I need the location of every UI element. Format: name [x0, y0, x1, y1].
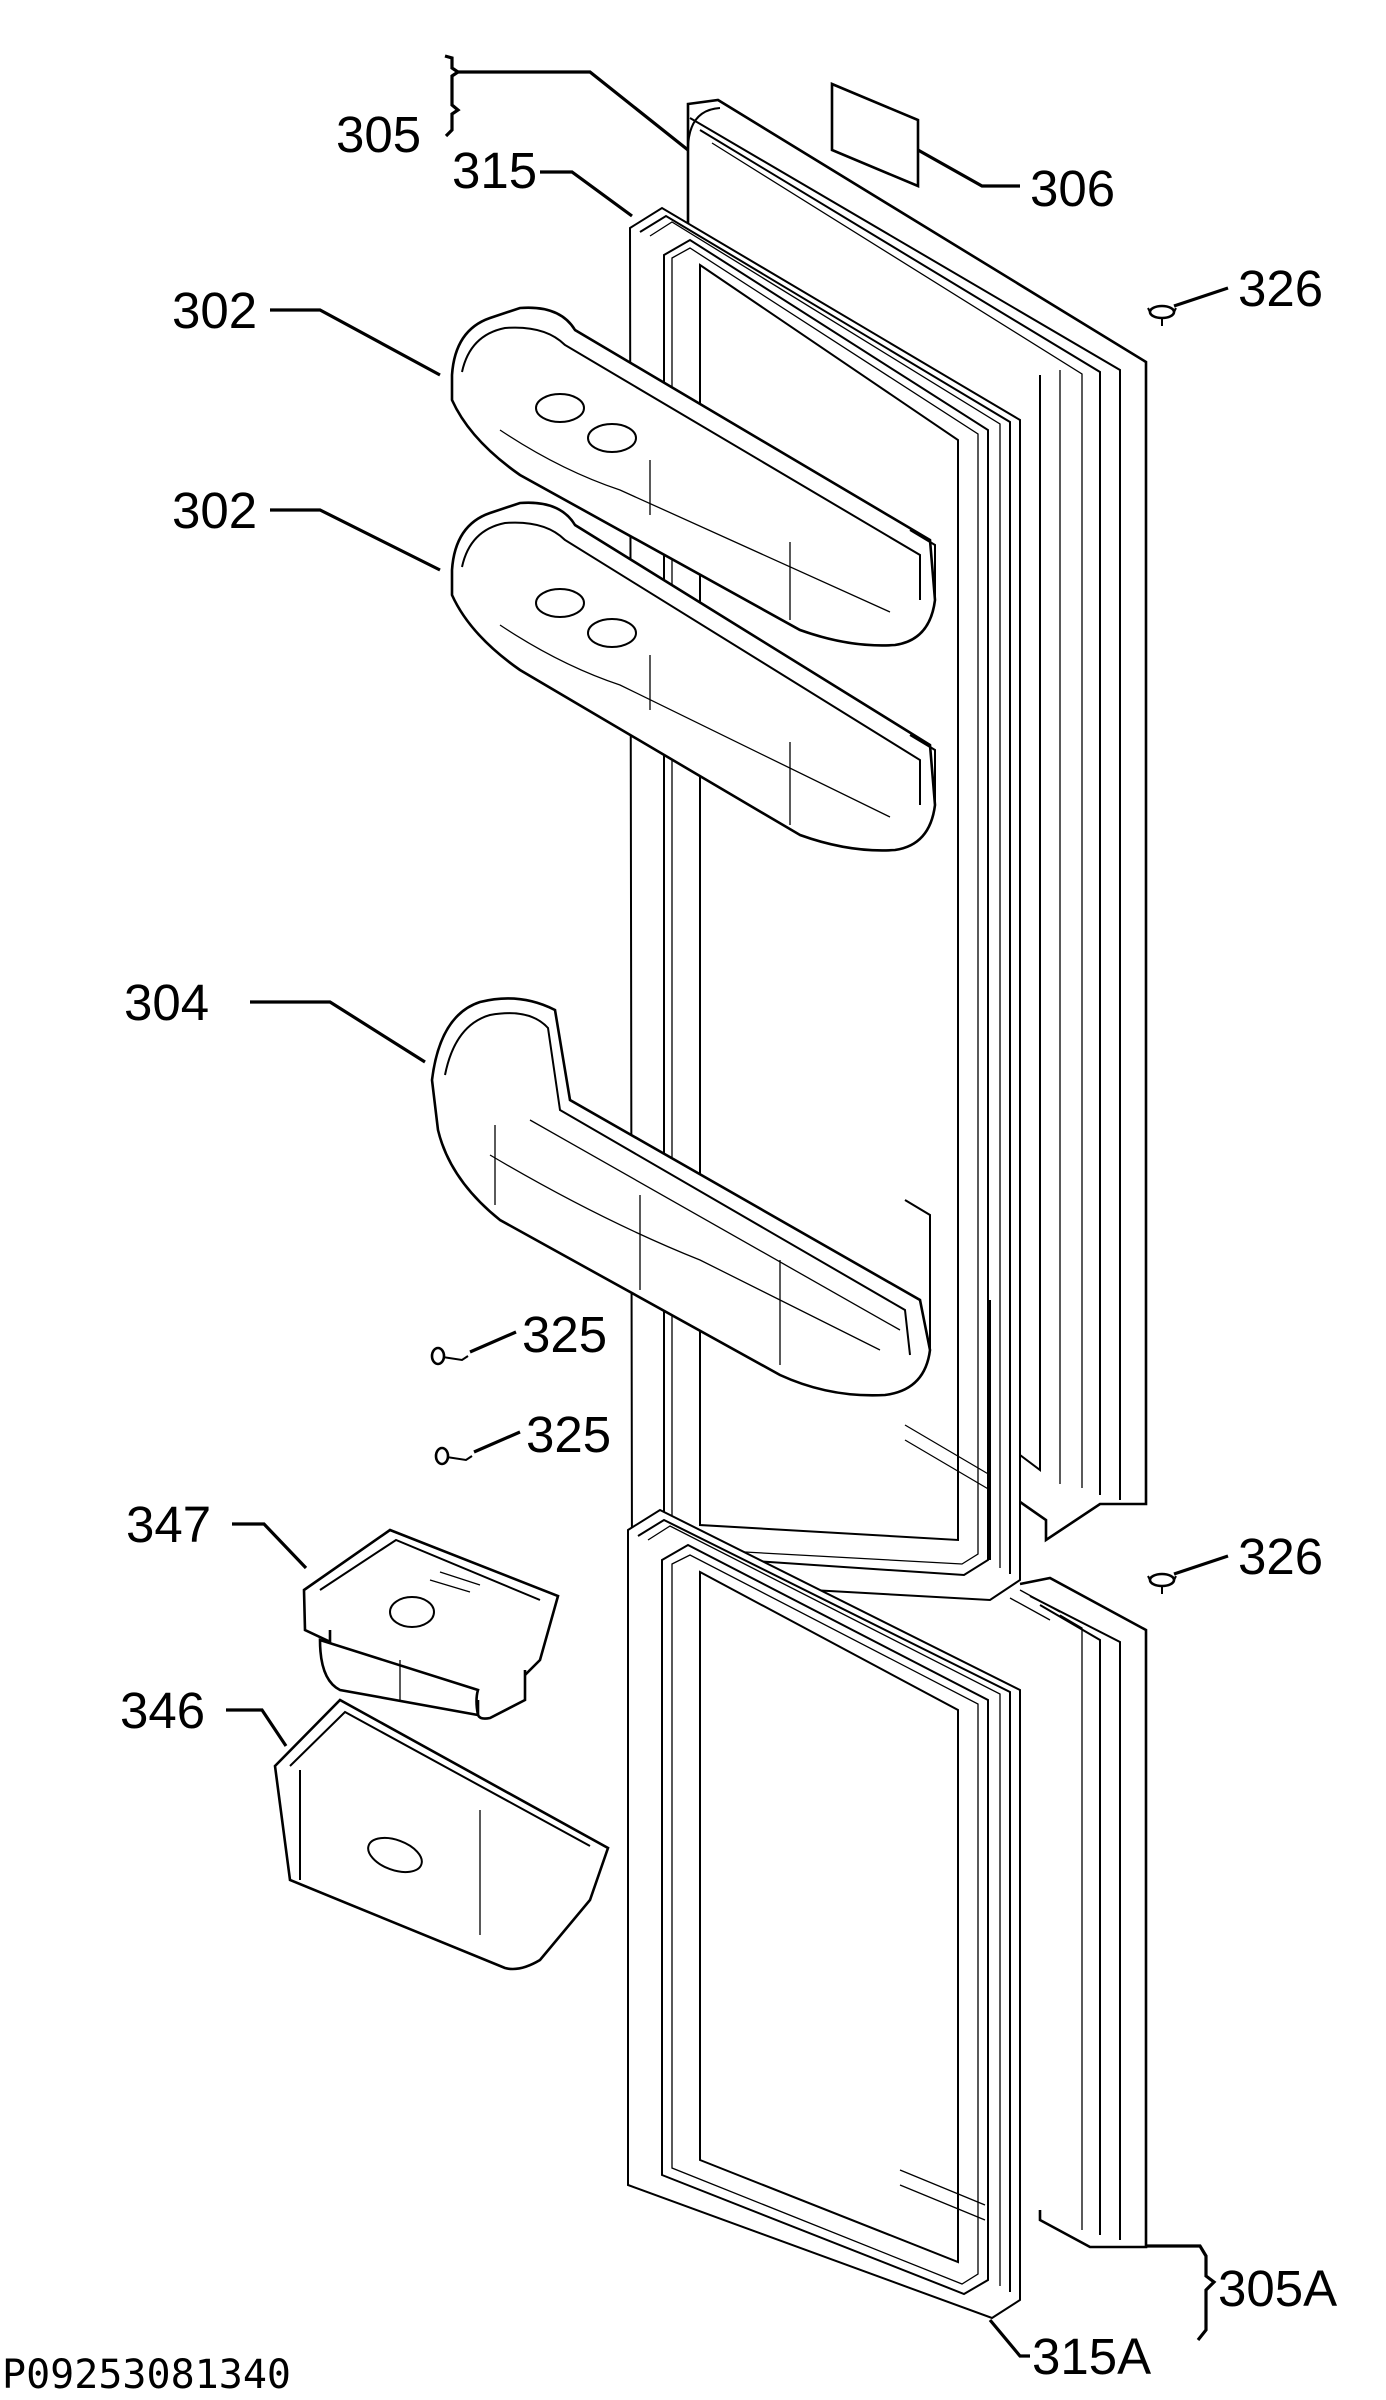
callout-315A: 315A	[1032, 2328, 1151, 2385]
callout-305A: 305A	[1218, 2260, 1337, 2317]
door-shelf-304	[430, 997, 932, 1397]
callout-315: 315	[452, 142, 537, 199]
callout-325-upper: 325	[522, 1306, 607, 1363]
screw-325-upper	[430, 1346, 469, 1366]
leader-lines	[226, 54, 1229, 2358]
box-with-lid-347	[302, 1528, 560, 1720]
label-plate	[830, 82, 920, 188]
callout-347: 347	[126, 1496, 211, 1553]
lower-door	[1009, 1576, 1148, 2249]
callout-304: 304	[124, 974, 209, 1031]
callout-326-mid: 326	[1238, 1528, 1323, 1585]
callout-346: 346	[120, 1682, 205, 1739]
door-shelf-302-upper	[450, 306, 937, 647]
door-shelf-302-lower	[450, 501, 937, 852]
hinge-clip-326-mid	[1147, 1572, 1177, 1594]
hinge-clip-326-top	[1147, 304, 1177, 326]
lower-door-gasket	[627, 1508, 1021, 2320]
callout-325-lower: 325	[526, 1406, 611, 1463]
screw-325-lower	[434, 1446, 473, 1466]
callout-326-top: 326	[1238, 260, 1323, 317]
callout-306: 306	[1030, 160, 1115, 217]
diagram-code: P09253081340	[2, 2352, 291, 2398]
callout-302-upper: 302	[172, 282, 257, 339]
box-346	[273, 1698, 610, 1971]
callout-305: 305	[336, 106, 421, 163]
callout-302-lower: 302	[172, 482, 257, 539]
